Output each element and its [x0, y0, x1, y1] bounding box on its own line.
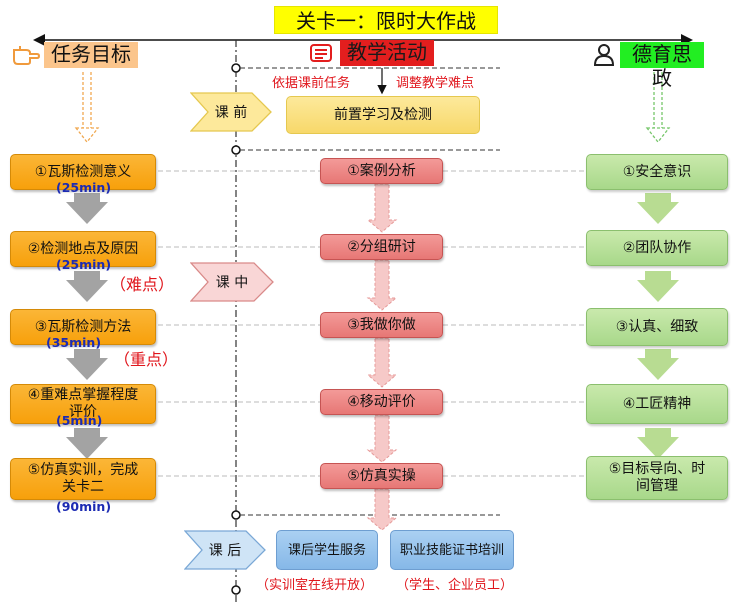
activity-label: ④移动评价	[347, 393, 416, 410]
key-point-note: （重点）	[114, 350, 179, 369]
value-box-2: ②团队协作	[586, 230, 728, 266]
after-training-label: 职业技能证书培训	[399, 542, 504, 558]
task-label: ②检测地点及原因	[27, 240, 139, 257]
hand-pointing-icon	[12, 44, 41, 66]
value-box-3: ③认真、细致	[586, 308, 728, 346]
after-service-label: 课后学生服务	[287, 542, 366, 558]
value-label: ①安全意识	[622, 163, 692, 180]
task-label: ①瓦斯检测意义	[34, 163, 132, 180]
phase-after: 课 后	[184, 530, 266, 570]
hard-point-note: （难点）	[110, 275, 175, 294]
task-box-2: ②检测地点及原因	[10, 231, 156, 267]
activity-label: ③我做你做	[347, 316, 416, 333]
activity-box-3: ③我做你做	[320, 312, 443, 338]
task-time: (25min)	[56, 180, 112, 195]
scroll-icon	[308, 42, 336, 64]
value-label: ④工匠精神	[622, 395, 692, 412]
value-box-1: ①安全意识	[586, 154, 728, 190]
task-label: ③瓦斯检测方法	[34, 318, 132, 335]
page-title: 关卡一：限时大作战	[274, 6, 498, 34]
task-time: (35min)	[46, 335, 102, 350]
phase-before: 课 前	[190, 92, 272, 132]
note-pre-task: 依据课前任务	[272, 76, 351, 91]
task-label: ⑤仿真实训，完成关卡二	[27, 462, 139, 495]
task-box-4: ④重难点掌握程度评价	[10, 384, 156, 424]
activity-box-2: ②分组研讨	[320, 234, 443, 260]
phase-after-label: 课 后	[208, 543, 242, 559]
value-label: ③认真、细致	[615, 318, 699, 335]
phase-during-label: 课 中	[215, 275, 249, 291]
column-header-ideology: 德育思政	[620, 42, 704, 90]
after-training-box: 职业技能证书培训	[390, 530, 514, 570]
task-box-3: ③瓦斯检测方法	[10, 309, 156, 345]
value-label: ⑤目标导向、时间管理	[608, 461, 706, 494]
task-time: (90min)	[56, 499, 112, 514]
phase-during: 课 中	[190, 262, 274, 302]
after-training-note: （学生、企业员工）	[396, 578, 514, 593]
note-adjust-difficulty: 调整教学难点	[396, 76, 475, 91]
activity-box-4: ④移动评价	[320, 389, 443, 415]
activity-box-1: ①案例分析	[320, 158, 443, 184]
task-box-5: ⑤仿真实训，完成关卡二	[10, 458, 156, 500]
column-header-activities: 教学活动	[340, 40, 434, 66]
pre-study-box: 前置学习及检测	[286, 96, 480, 134]
after-service-box: 课后学生服务	[276, 530, 378, 570]
activity-box-5: ⑤仿真实操	[320, 463, 443, 489]
value-label: ②团队协作	[622, 239, 692, 256]
task-box-1: ①瓦斯检测意义	[10, 154, 156, 190]
activity-label: ①案例分析	[347, 162, 416, 179]
person-icon	[592, 42, 616, 66]
activity-label: ⑤仿真实操	[347, 467, 416, 484]
phase-before-label: 课 前	[214, 105, 248, 121]
value-box-4: ④工匠精神	[586, 384, 728, 424]
task-label: ④重难点掌握程度评价	[27, 387, 139, 420]
activity-label: ②分组研讨	[347, 238, 416, 255]
pre-study-label: 前置学习及检测	[334, 106, 432, 123]
after-service-note: （实训室在线开放）	[256, 578, 374, 593]
task-time: (5min)	[56, 413, 103, 428]
value-box-5: ⑤目标导向、时间管理	[586, 456, 728, 500]
column-header-goals: 任务目标	[44, 42, 138, 68]
task-time: (25min)	[56, 257, 112, 272]
